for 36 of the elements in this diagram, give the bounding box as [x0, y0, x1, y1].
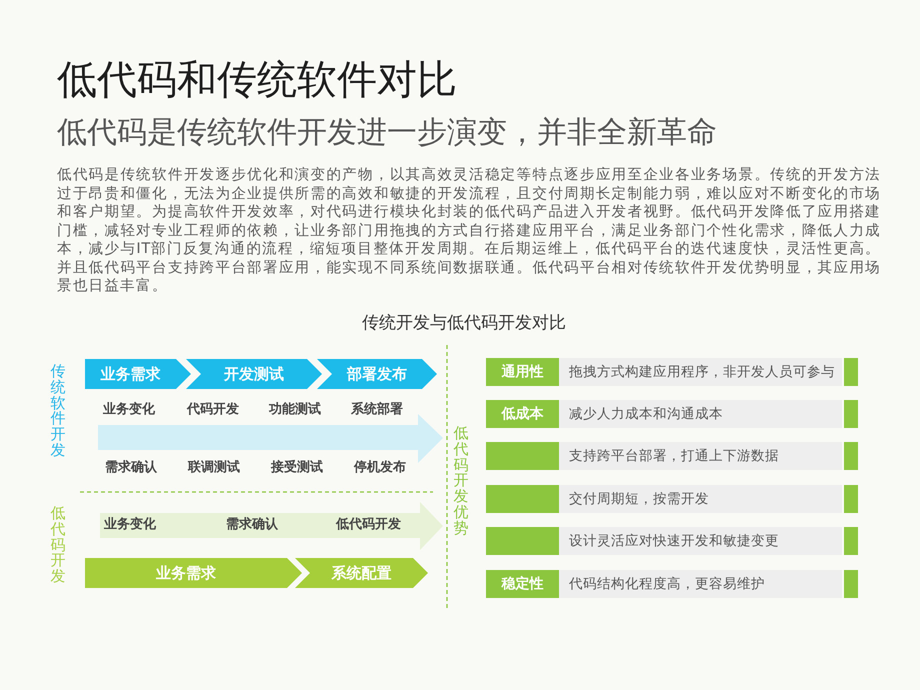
side-label: 低代码开发优势 [453, 426, 469, 537]
step-label: 需求确认 [105, 459, 157, 477]
step-label: 联调测试 [188, 459, 240, 477]
title: 低代码和传统软件对比 [57, 56, 457, 104]
description-bar: 代码结构化程度高，更容易维护 [559, 570, 842, 598]
description-bar: 设计灵活应对快速开发和敏捷变更 [559, 527, 842, 555]
category-tab [486, 485, 559, 513]
side-label: 低代码开发 [50, 506, 66, 585]
description-bar: 交付周期短，按需开发 [559, 485, 842, 513]
category-tab [486, 442, 559, 470]
description-bar: 支持跨平台部署，打通上下游数据 [559, 442, 842, 470]
category-tab: 通用性 [486, 358, 559, 386]
process-step: 开发测试 [186, 359, 322, 389]
flow-arrow [100, 502, 443, 550]
step-label: 停机发布 [354, 459, 406, 477]
step-label: 接受测试 [271, 459, 323, 477]
process-step: 部署发布 [317, 359, 437, 389]
step-label: 业务变化 [103, 401, 155, 419]
step-label: 需求确认 [226, 516, 278, 534]
step-label: 功能测试 [269, 401, 321, 419]
process-step: 业务需求 [85, 359, 191, 389]
step-label: 业务变化 [104, 516, 156, 534]
process-step: 系统配置 [295, 558, 428, 588]
body-paragraph: 低代码是传统软件开发逐步优化和演变的产物，以其高效灵活稳定等特点逐步应用至企业各业务场景。传统的开发方法过于昂贵和僵化，无法为企业提供所需的高效和敏捷的开发流程，且交付周期长定制能力弱，难以应对不断变化的市场和客户期望。为提高软件开发效率，对代码进行模块化封装的低代码产品进入开发者视野。低代码开发降低了应用搭建门槛，减轻对专业工程师的依赖，让业务部门用拖拽的方式自行搭建应用平台，满足业务部门个性化需求，降低人力成本，减少与IT部门反复沟通的流程，缩短项目整体开发周期。在后期运维上，低代码平台的迭代速度快，灵活性更高。并且低代码平台支持跨平台部署应用，能实现不同系统间数据联通。低代码平台相对传统软件开发优势明显，其应用场景也日益丰富。 [57, 166, 881, 296]
category-tab: 稳定性 [486, 570, 559, 598]
step-label: 系统部署 [351, 401, 403, 419]
category-tab: 低成本 [486, 400, 559, 428]
description-bar: 拖拽方式构建应用程序，非开发人员可参与 [559, 358, 842, 386]
category-tab [486, 527, 559, 555]
chart-heading: 传统开发与低代码开发对比 [362, 312, 566, 335]
subtitle: 低代码是传统软件开发进一步演变，并非全新革命 [57, 114, 717, 152]
step-label: 低代码开发 [336, 516, 401, 534]
side-label: 传统软件开发 [50, 364, 66, 459]
description-bar: 减少人力成本和沟通成本 [559, 400, 842, 428]
process-step: 业务需求 [85, 558, 302, 588]
step-label: 代码开发 [187, 401, 239, 419]
